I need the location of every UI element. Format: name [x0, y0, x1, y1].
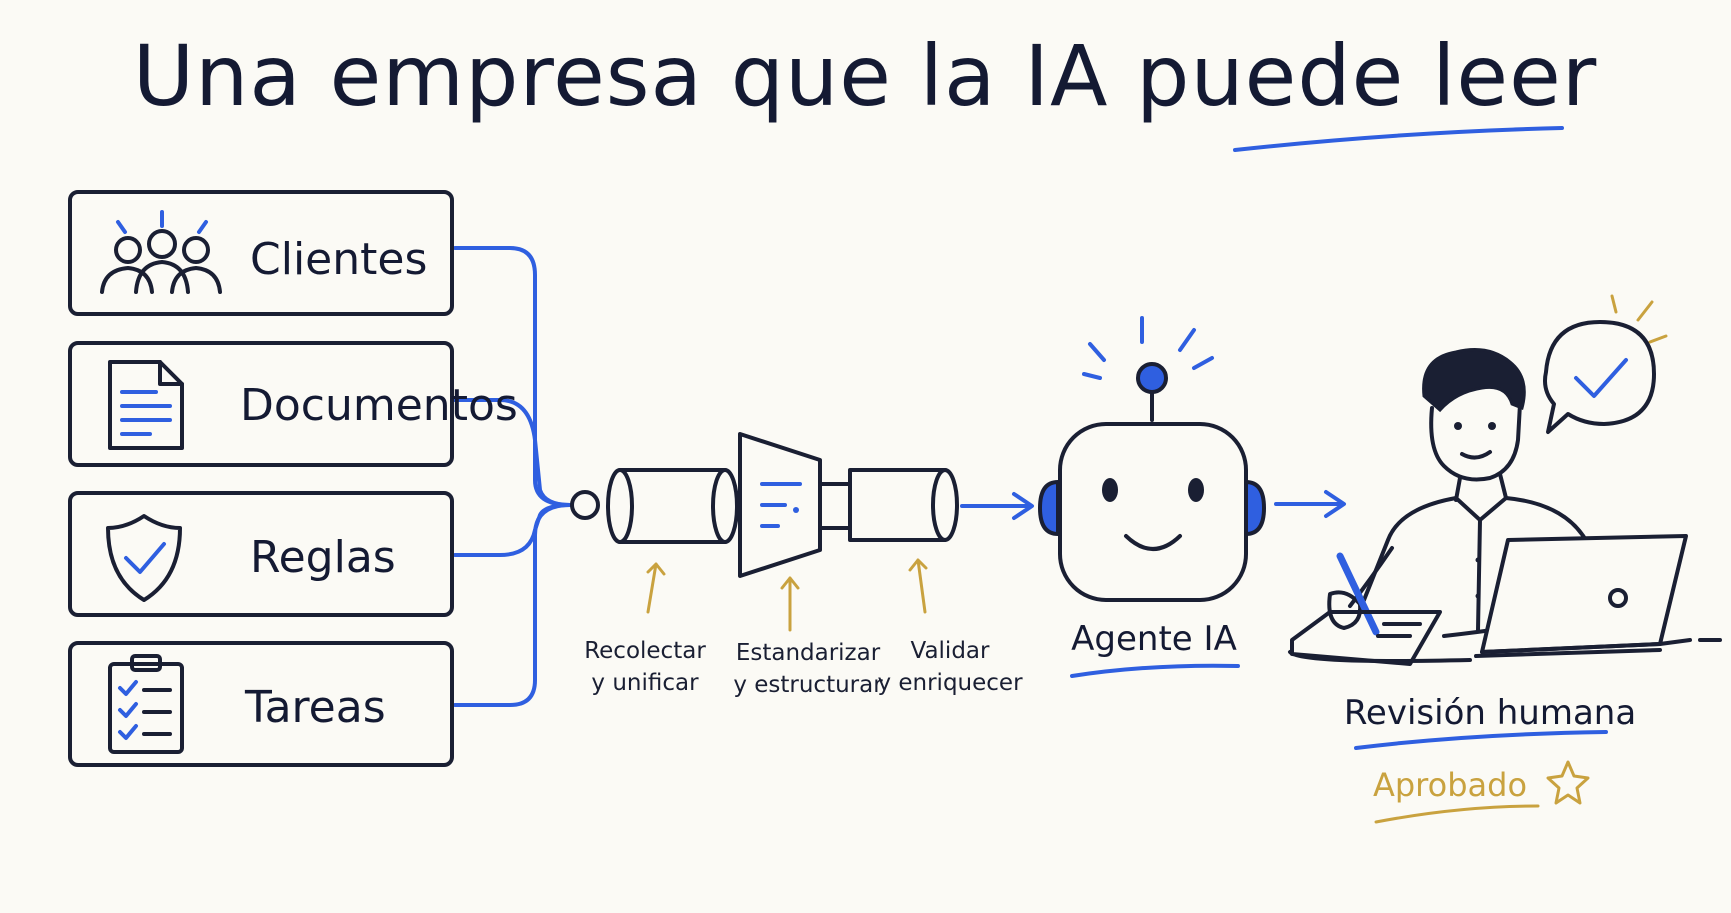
- source-label-documentos: Documentos: [240, 380, 518, 431]
- document-icon: [108, 360, 184, 450]
- step-label-line2: y enriquecer: [877, 670, 1023, 696]
- shield-check-icon: [106, 514, 182, 602]
- step-label-line1: Recolectar: [584, 638, 706, 664]
- review-underline: [1354, 730, 1608, 750]
- person-at-laptop-icon: [1288, 348, 1722, 666]
- agent-label: Agente IA: [1071, 619, 1237, 659]
- data-pipeline: [570, 432, 959, 578]
- step-validar: Validar y enriquecer: [877, 638, 1023, 696]
- page-title: Una empresa que la IA puede leer: [133, 27, 1598, 125]
- step-label-line2: y estructurar: [733, 672, 883, 698]
- review-label: Revisión humana: [1344, 693, 1636, 733]
- step-recolectar: Recolectar y unificar: [584, 638, 706, 696]
- step-label-line2: y unificar: [591, 670, 699, 696]
- star-icon: [1546, 760, 1590, 805]
- agent-underline: [1070, 663, 1240, 678]
- source-label-clientes: Clientes: [250, 234, 427, 285]
- step-label-line1: Estandarizar: [736, 640, 881, 666]
- arrow-to-review: [1274, 490, 1346, 518]
- source-box-clientes: Clientes: [68, 190, 454, 316]
- checkmark-bubble-icon: [1543, 294, 1668, 434]
- source-box-reglas: Reglas: [68, 491, 454, 617]
- approved-underline: [1374, 804, 1540, 824]
- source-label-reglas: Reglas: [250, 532, 396, 583]
- source-label-tareas: Tareas: [244, 682, 386, 733]
- people-icon: [100, 210, 222, 294]
- source-box-documentos: Documentos: [68, 341, 518, 467]
- step-label-line1: Validar: [911, 638, 991, 664]
- source-box-tareas: Tareas: [68, 641, 454, 767]
- funnel-dot: [793, 507, 799, 513]
- approved-status: Aprobado: [1373, 766, 1527, 804]
- arrow-to-agent: [960, 492, 1034, 520]
- step-pointer-arrows: [646, 558, 928, 632]
- clipboard-checklist-icon: [108, 654, 184, 754]
- title-underline: [1233, 126, 1564, 152]
- robot-icon: [1037, 316, 1267, 602]
- step-estandarizar: Estandarizar y estructurar: [733, 640, 883, 698]
- source-connectors: [453, 246, 572, 707]
